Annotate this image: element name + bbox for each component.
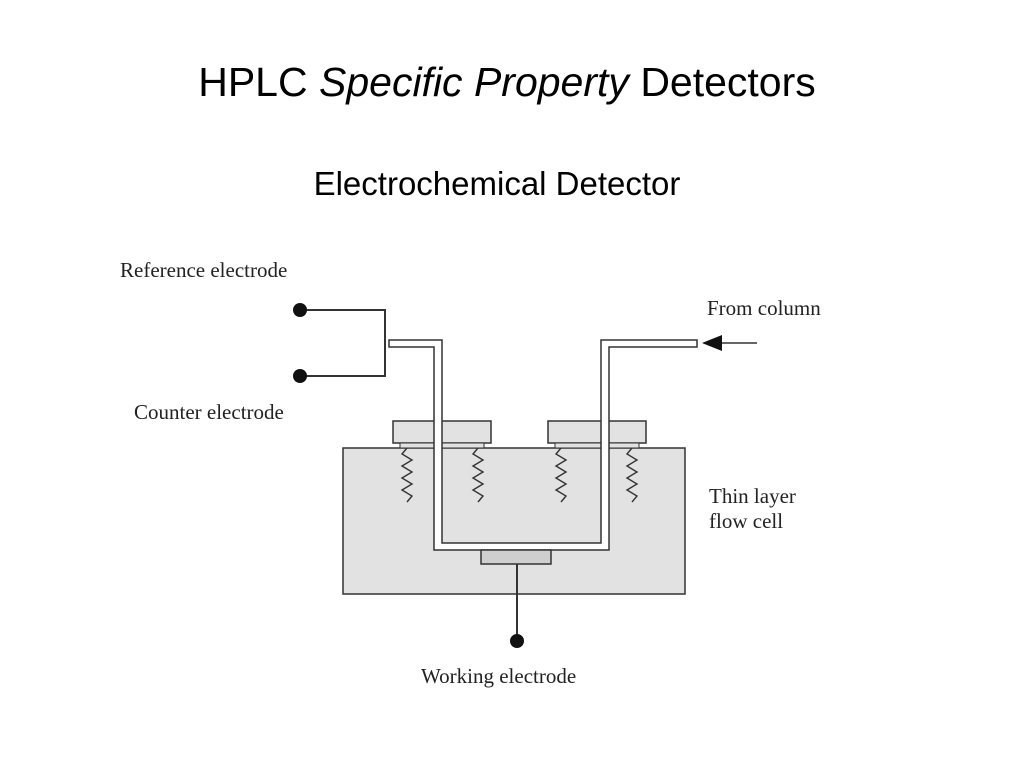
working-electrode-plate <box>480 549 552 565</box>
label-flow-cell: flow cell <box>709 509 783 533</box>
label-working-electrode: Working electrode <box>421 664 576 688</box>
label-from-column: From column <box>707 296 821 320</box>
flow-cell-body <box>342 447 686 595</box>
title-prefix: HPLC <box>198 59 308 105</box>
counter-electrode-terminal <box>293 369 307 383</box>
from-column-arrow-icon <box>702 335 722 351</box>
title-emphasis: Specific Property <box>319 59 629 105</box>
thread-right-outer <box>625 447 639 503</box>
page-subtitle: Electrochemical Detector <box>313 165 681 202</box>
right-fitting-cap <box>547 420 647 444</box>
thread-left-inner <box>471 447 485 503</box>
label-reference-electrode: Reference electrode <box>120 258 287 282</box>
page-title: HPLC Specific Property Detectors <box>0 58 1014 107</box>
right-fitting-neck <box>554 442 640 449</box>
working-electrode-terminal <box>510 634 524 648</box>
thread-right-inner <box>554 447 568 503</box>
title-suffix: Detectors <box>640 59 816 105</box>
reference-electrode-terminal <box>293 303 307 317</box>
flow-channel-tube <box>388 339 698 551</box>
label-thin-layer: Thin layer <box>709 484 796 508</box>
label-counter-electrode: Counter electrode <box>134 400 284 424</box>
thread-left-outer <box>400 447 414 503</box>
electrode-wiring <box>300 309 386 377</box>
